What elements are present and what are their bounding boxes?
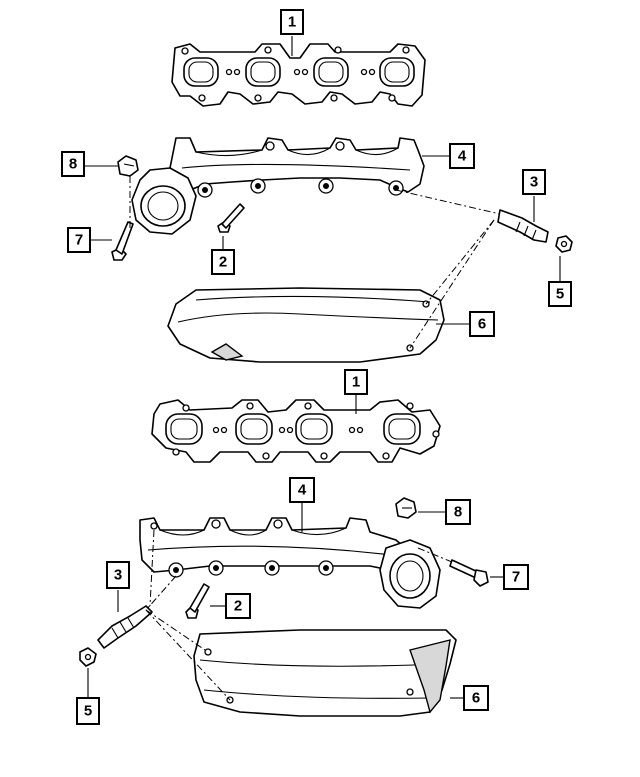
svg-text:5: 5: [556, 286, 564, 303]
callout-1-bottom: 1: [344, 369, 368, 395]
flange-bolt-top: [111, 221, 134, 261]
svg-text:4: 4: [298, 482, 307, 499]
callout-1-top: 1: [280, 9, 304, 35]
leaders-bottom: [87, 394, 504, 701]
heat-shield-bottom: [193, 629, 457, 717]
bolt-bottom: [185, 583, 210, 619]
gasket-bottom: [151, 399, 441, 463]
callout-4-top: 4: [449, 143, 475, 169]
callout-3-top: 3: [522, 169, 546, 195]
stud-nut-top: [117, 155, 139, 177]
svg-text:1: 1: [352, 374, 360, 391]
oxygen-sensor-top: [497, 209, 549, 243]
callout-5-bottom: 5: [76, 697, 100, 725]
flange-bolt-bottom: [449, 559, 489, 587]
svg-text:3: 3: [530, 174, 538, 191]
svg-text:4: 4: [458, 148, 467, 165]
stud-nut-bottom: [395, 497, 417, 519]
svg-text:8: 8: [69, 156, 77, 173]
exhaust-manifold-top: [131, 137, 425, 235]
callout-7-bottom: 7: [503, 564, 529, 590]
oxygen-sensor-bottom: [97, 605, 153, 649]
bolt-top: [217, 203, 245, 233]
svg-text:7: 7: [75, 232, 83, 249]
svg-text:3: 3: [114, 567, 122, 584]
svg-text:5: 5: [84, 703, 92, 720]
callout-4-bottom: 4: [289, 477, 315, 503]
svg-text:1: 1: [288, 14, 296, 31]
svg-text:2: 2: [234, 598, 242, 615]
svg-text:6: 6: [478, 316, 486, 333]
callout-5-top: 5: [548, 281, 572, 307]
leaders-top: [84, 36, 561, 349]
heat-shield-top: [167, 287, 445, 363]
nut-bottom: [79, 647, 97, 667]
callout-6-bottom: 6: [463, 685, 489, 711]
svg-text:8: 8: [454, 504, 462, 521]
svg-text:7: 7: [512, 569, 520, 586]
callouts: 1 8 4 3 7 2 5 6: [61, 9, 572, 725]
gasket-top: [171, 43, 426, 107]
callout-3-bottom: 3: [106, 561, 130, 589]
callout-8-bottom: 8: [445, 499, 471, 525]
callout-8-top: 8: [61, 151, 85, 177]
svg-text:6: 6: [472, 690, 480, 707]
nut-top: [555, 235, 573, 253]
svg-text:2: 2: [219, 254, 227, 271]
callout-2-top: 2: [211, 249, 235, 275]
exhaust-manifold-bottom: [139, 517, 441, 609]
callout-2-bottom: 2: [225, 593, 251, 619]
callout-7-top: 7: [67, 227, 91, 253]
callout-6-top: 6: [469, 311, 495, 337]
